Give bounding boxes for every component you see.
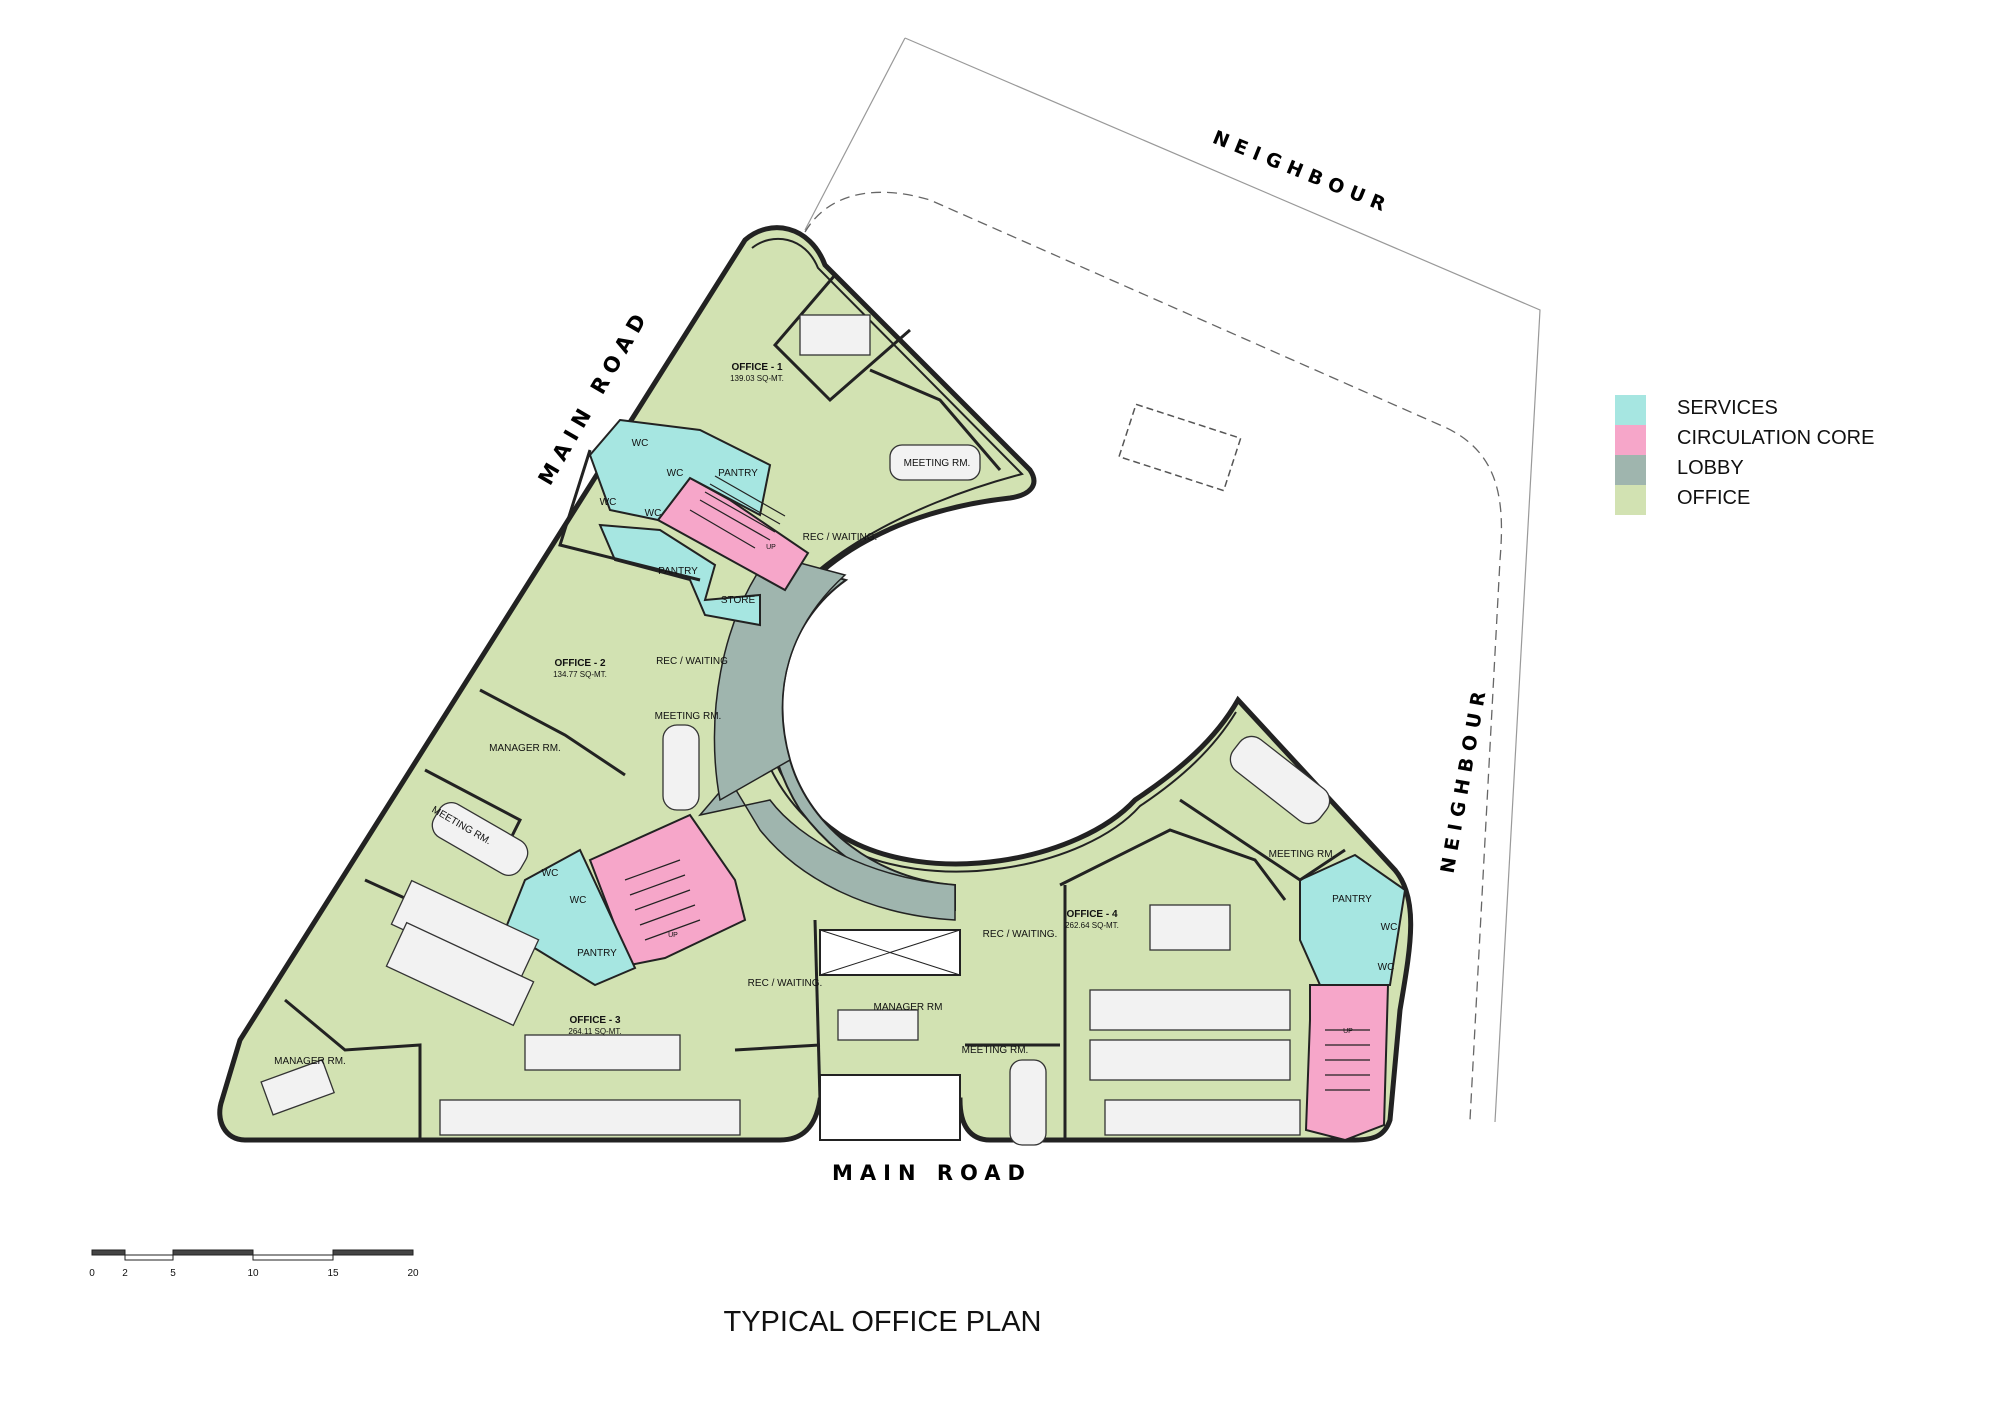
services-block-1 xyxy=(588,418,772,522)
meeting-room-label-2: MEETING RM. xyxy=(655,711,722,722)
wc-label-2: WC xyxy=(667,468,684,479)
main-road-bottom-label: MAIN ROAD xyxy=(832,1161,1032,1185)
entrance-recess xyxy=(819,1074,961,1141)
wc-label-6: WC xyxy=(570,895,587,906)
legend-label-lobby: LOBBY xyxy=(1677,457,1744,479)
legend-label-office: OFFICE xyxy=(1677,487,1751,509)
neighbour-plot-outline xyxy=(804,37,1541,1123)
scale-bar-segment-2 xyxy=(124,1254,174,1261)
manager-room-label-1: MANAGER RM. xyxy=(489,743,561,754)
legend-swatch-office xyxy=(1615,485,1646,515)
office-4-area: 262.64 SQ-MT. xyxy=(1065,921,1119,930)
office-2-area: 134.77 SQ-MT. xyxy=(553,670,607,679)
scale-label-10: 10 xyxy=(247,1268,259,1279)
legend-label-circulation: CIRCULATION CORE xyxy=(1677,427,1875,449)
pantry-label-1: PANTRY xyxy=(718,468,758,479)
neighbour-right-label: NEIGHBOUR xyxy=(1437,683,1492,875)
neighbour-structure xyxy=(1118,403,1242,492)
lobby-ring-lower xyxy=(697,778,956,921)
scale-label-20: 20 xyxy=(407,1268,419,1279)
office-3-area: 264.11 SQ-MT. xyxy=(568,1027,621,1036)
scale-label-15: 15 xyxy=(327,1268,339,1279)
up-label-2: UP xyxy=(668,932,678,939)
wc-label-8: WC xyxy=(1378,962,1395,973)
neighbour-plot-dashed-outline xyxy=(804,191,1503,1121)
rec-waiting-label-2: REC / WAITING xyxy=(656,656,728,667)
stair-treads xyxy=(624,475,1370,1091)
services-block-4 xyxy=(1299,853,1407,986)
services-block-3 xyxy=(503,848,637,987)
wc-label-4: WC xyxy=(645,508,662,519)
rec-waiting-label-1: REC / WAITING. xyxy=(803,532,878,543)
lobby-entrance-void-cross xyxy=(819,929,961,976)
legend-swatch-lobby xyxy=(1615,455,1646,485)
office-3-name: OFFICE - 3 xyxy=(569,1015,621,1026)
scale-label-2: 2 xyxy=(122,1268,128,1279)
pantry-label-4: PANTRY xyxy=(1332,894,1372,905)
legend-label-services: SERVICES xyxy=(1677,397,1778,419)
pantry-label-3: PANTRY xyxy=(577,948,617,959)
scale-bar-segment-4 xyxy=(252,1254,334,1261)
up-label-1: UP xyxy=(766,544,776,551)
meeting-room-label-4: MEETING RM. xyxy=(962,1045,1029,1056)
scale-label-5: 5 xyxy=(170,1268,176,1279)
workstation-furniture xyxy=(260,314,1331,1146)
scale-bar-segment-3 xyxy=(172,1249,254,1256)
scale-bar-segment-1 xyxy=(91,1249,126,1256)
office-1-name: OFFICE - 1 xyxy=(731,362,783,373)
manager-room-label-2: MANAGER RM. xyxy=(274,1056,346,1067)
office-2-name: OFFICE - 2 xyxy=(554,658,606,669)
office-4-name: OFFICE - 4 xyxy=(1066,909,1118,920)
scale-bar: 0 2 5 10 15 20 xyxy=(89,1249,419,1279)
rec-waiting-label-3: REC / WAITING. xyxy=(748,978,823,989)
legend-swatch-circulation xyxy=(1615,425,1646,455)
neighbour-top-label: NEIGHBOUR xyxy=(1210,126,1395,218)
wc-label-7: WC xyxy=(1381,922,1398,933)
rec-waiting-label-4: REC / WAITING. xyxy=(983,929,1058,940)
wc-label-1: WC xyxy=(632,438,649,449)
office-1-area: 139.03 SQ-MT. xyxy=(730,374,784,383)
store-label: STORE xyxy=(721,595,756,606)
wc-label-3: WC xyxy=(600,497,617,508)
plan-title: TYPICAL OFFICE PLAN xyxy=(723,1306,1042,1338)
wc-label-5: WC xyxy=(542,868,559,879)
circulation-core-3 xyxy=(1304,984,1390,1142)
up-label-3: UP xyxy=(1343,1028,1353,1035)
legend-swatch-services xyxy=(1615,395,1646,425)
manager-room-label-3: MANAGER RM xyxy=(874,1002,943,1013)
meeting-room-label-1: MEETING RM. xyxy=(904,458,971,469)
meeting-room-label-5: MEETING RM. xyxy=(1269,849,1336,860)
scale-bar-segment-5 xyxy=(332,1249,414,1256)
pantry-label-2: PANTRY xyxy=(658,566,698,577)
scale-label-0: 0 xyxy=(89,1268,95,1279)
